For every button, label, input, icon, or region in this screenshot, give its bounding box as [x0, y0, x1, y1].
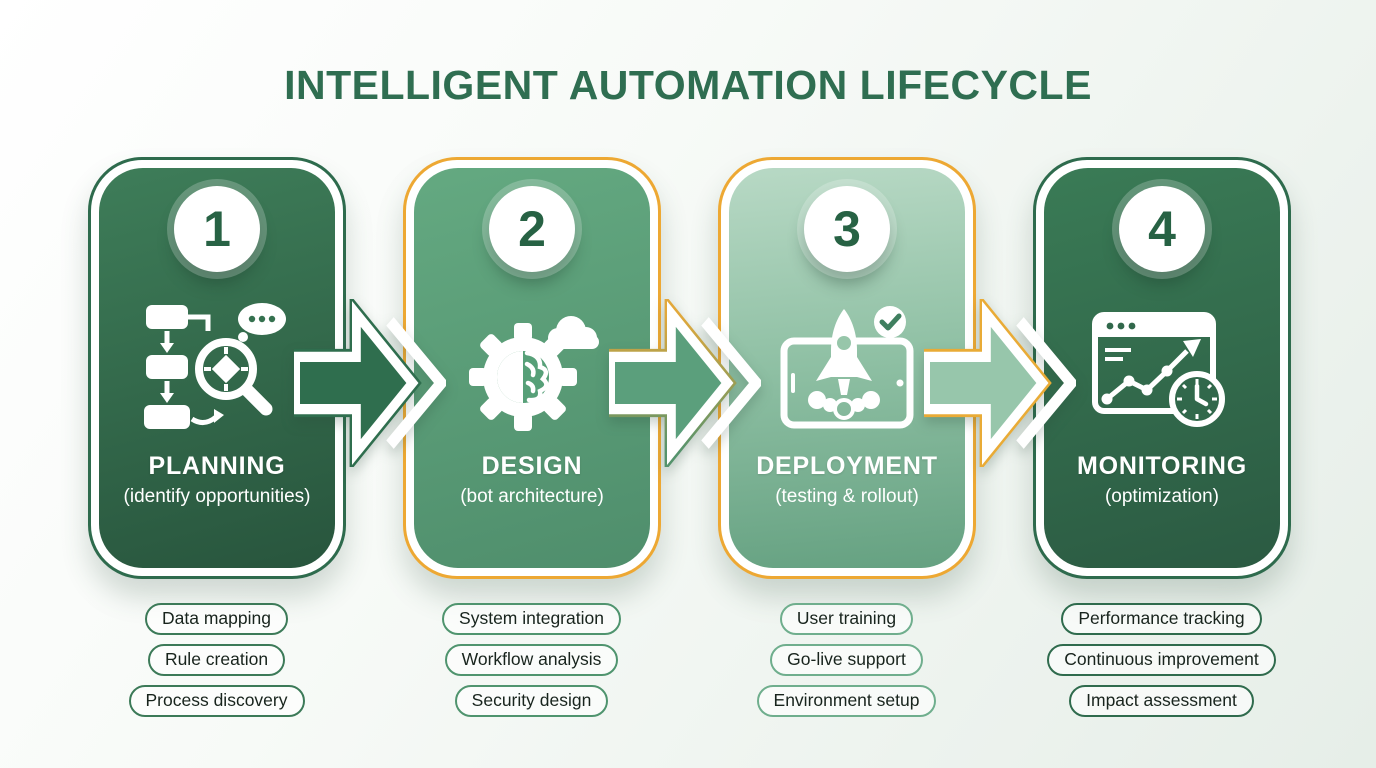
- stage-title: MONITORING: [1076, 452, 1248, 480]
- stage-number: 3: [833, 201, 861, 257]
- flowchart-magnifier-icon: [142, 292, 292, 442]
- stage-subtitle: (identify opportunities): [123, 486, 311, 507]
- tag-pill: Data mapping: [145, 603, 288, 635]
- stage-number: 2: [518, 201, 546, 257]
- stage-number-badge: 2: [489, 186, 575, 272]
- tags-monitoring: Performance tracking Continuous improvem…: [1004, 603, 1319, 717]
- tags-design: System integration Workflow analysis Sec…: [374, 603, 689, 717]
- arrow-right-icon: [924, 299, 1076, 467]
- tag-pill: Impact assessment: [1069, 685, 1254, 717]
- stage-title: DESIGN: [481, 452, 583, 480]
- arrow-right-icon: [609, 299, 761, 467]
- stage-subtitle: (bot architecture): [460, 486, 604, 507]
- stage-subtitle: (testing & rollout): [775, 486, 919, 507]
- page-title: INTELLIGENT AUTOMATION LIFECYCLE: [284, 62, 1092, 108]
- stage-title: PLANNING: [148, 452, 286, 480]
- arrow-right-icon: [294, 299, 446, 467]
- tag-pill: Process discovery: [128, 685, 305, 717]
- tag-pill: Continuous improvement: [1047, 644, 1276, 676]
- stage-title: DEPLOYMENT: [756, 452, 938, 480]
- stage-number-badge: 4: [1119, 186, 1205, 272]
- stage-number: 1: [203, 201, 231, 257]
- stage-number-badge: 3: [804, 186, 890, 272]
- stage-card-inner: 4: [1044, 168, 1280, 568]
- stage-card-inner: 2: [414, 168, 650, 568]
- tag-pill: Environment setup: [756, 685, 937, 717]
- stage-number-badge: 1: [174, 186, 260, 272]
- tags-deployment: User training Go-live support Environmen…: [689, 603, 1004, 717]
- tag-pill: User training: [779, 603, 914, 635]
- stage-subtitle: (optimization): [1104, 486, 1220, 507]
- tag-pill: System integration: [442, 603, 621, 635]
- tag-pill: Rule creation: [147, 644, 286, 676]
- tags-planning: Data mapping Rule creation Process disco…: [59, 603, 374, 717]
- stage-number: 4: [1148, 201, 1176, 257]
- tag-pill: Performance tracking: [1061, 603, 1262, 635]
- rocket-launch-tablet-icon: [772, 292, 922, 442]
- analytics-window-clock-icon: [1087, 292, 1237, 442]
- tag-pill: Security design: [454, 685, 609, 717]
- tag-pill: Workflow analysis: [444, 644, 619, 676]
- tag-pill: Go-live support: [770, 644, 923, 676]
- stage-card-monitoring: 4: [1033, 157, 1291, 579]
- stage-card-inner: 1: [99, 168, 335, 568]
- gear-brain-cloud-icon: [457, 292, 607, 442]
